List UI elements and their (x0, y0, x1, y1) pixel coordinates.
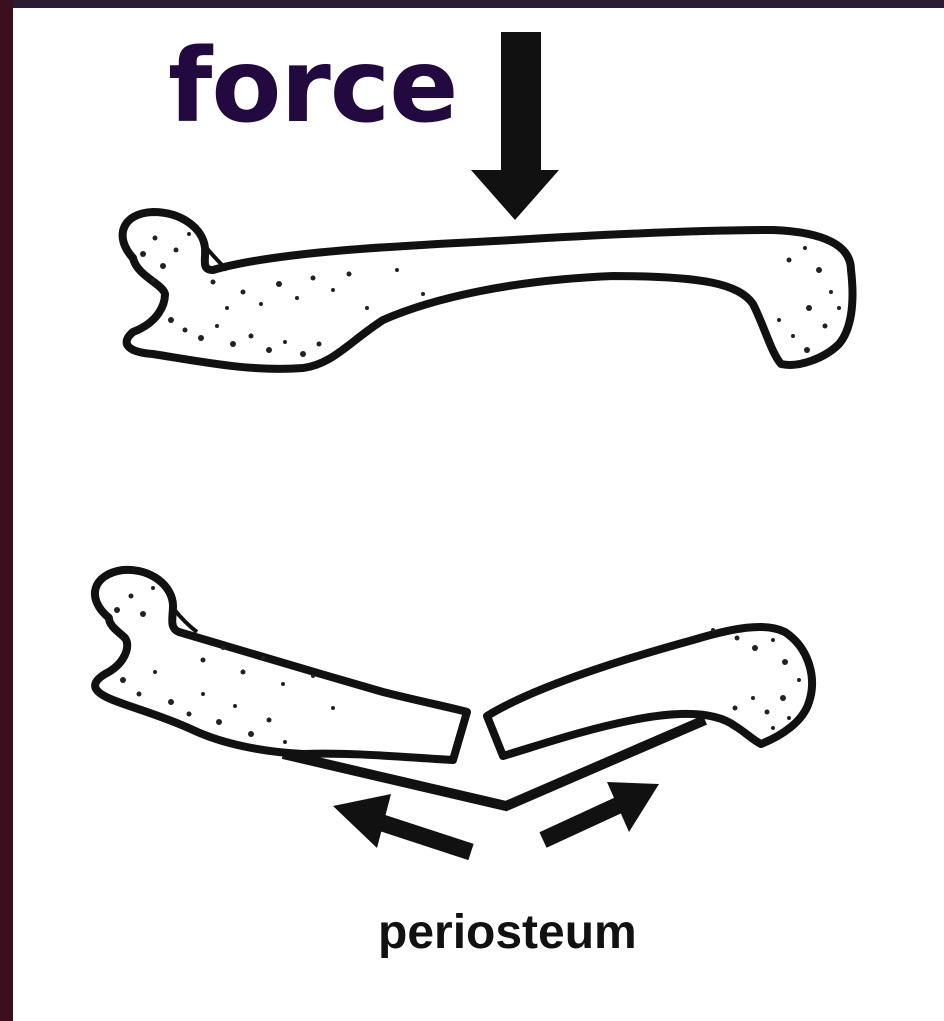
fractured-bone-right-fragment (487, 627, 812, 756)
tension-arrow-right (543, 782, 659, 840)
force-arrow (471, 32, 559, 220)
tension-arrow-left (333, 794, 471, 852)
fractured-bone-left-fragment (95, 570, 467, 760)
diagram-svg (13, 8, 944, 1021)
force-label: force (168, 36, 457, 138)
frame-top-edge (0, 0, 944, 8)
periosteum-label: periosteum (378, 909, 637, 957)
diagram-canvas: force periosteum (13, 8, 944, 1021)
intact-bone (123, 212, 853, 369)
right-fragment-outline (487, 627, 812, 756)
force-arrow-head (471, 170, 559, 220)
frame-left-edge (0, 0, 13, 1021)
left-fragment-outline (95, 570, 467, 760)
force-arrow-shaft (501, 32, 541, 182)
